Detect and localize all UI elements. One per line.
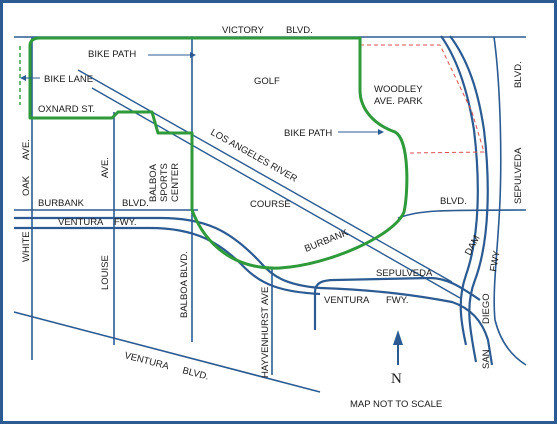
bike-lane-arrowhead	[20, 75, 26, 81]
ventura-blvd-2-label: BLVD.	[181, 365, 210, 382]
blvd-right-label: BLVD.	[513, 61, 524, 88]
ventura-fwy-left	[14, 216, 321, 290]
ventura-blvd-label: VENTURA	[123, 350, 170, 372]
bike-path-mid-label: BIKE PATH	[284, 128, 332, 139]
fwy-right-label: FWY	[488, 249, 503, 272]
mid-ave-label: AVE.	[100, 157, 111, 178]
woodley-label: WOODLEY	[374, 84, 423, 95]
la-river-line-1	[77, 69, 453, 283]
bike-path-top-arrowhead	[190, 52, 196, 58]
ventura-fwy-right-2-label: FWY.	[386, 295, 409, 306]
center-label: CENTER	[170, 163, 181, 202]
san-diego-fwy-2	[440, 35, 479, 346]
san-diego-fwy-1	[449, 35, 489, 363]
hayvenhurst-label: HAYVENHURST AVE	[260, 287, 271, 378]
woodley-park-boundary	[360, 44, 485, 154]
burbank-blvd-right-label: BLVD.	[440, 196, 467, 207]
dam-label: DAM	[463, 234, 483, 258]
la-river-line-2	[91, 87, 461, 299]
sepulveda-right-street	[493, 36, 527, 366]
course-label: COURSE	[250, 199, 291, 210]
sports-label: SPORTS	[159, 163, 170, 202]
sepulveda-right-label: SEPULVEDA	[513, 147, 524, 204]
balboa-blvd-label: BALBOA BLVD.	[179, 251, 190, 318]
burbank-blvd-label: BLVD.	[122, 198, 149, 209]
victory-blvd-label: BLVD.	[286, 25, 313, 36]
ventura-fwy-left-2-label: FWY.	[114, 217, 137, 228]
north-label: N	[391, 371, 402, 387]
burbank-blvd-right-street	[397, 209, 527, 219]
diego-label: DIEGO	[481, 293, 492, 324]
louise-label: LOUISE	[100, 255, 111, 290]
ventura-blvd-street	[13, 311, 321, 393]
ave-park-label: AVE. PARK	[374, 96, 423, 107]
san-label: SAN	[481, 349, 492, 369]
scale-note-label: MAP NOT TO SCALE	[350, 399, 442, 410]
bike-path-route	[28, 36, 409, 270]
ventura-fwy-right-label: VENTURA	[324, 295, 370, 306]
ventura-fwy-left-label: VENTURA	[58, 217, 104, 228]
oxnard-label: OXNARD ST.	[38, 104, 95, 115]
white-label: WHITE	[21, 231, 32, 262]
ventura-fwy-right	[319, 286, 494, 366]
ventura-fwy-left-2	[14, 226, 321, 296]
sepulveda-low-label: SEPULVEDA	[376, 268, 433, 279]
balboa-label: BALBOA	[148, 163, 159, 202]
bike-path-mid-arrowhead	[378, 129, 384, 135]
burbank-curve-label: BURBANK	[303, 227, 350, 255]
oak-label: OAK	[21, 175, 32, 196]
golf-label: GOLF	[254, 76, 280, 87]
burbank-label: BURBANK	[38, 198, 85, 209]
victory-label: VICTORY	[222, 25, 265, 36]
oak-ave-label: AVE.	[21, 139, 32, 160]
north-arrow-head	[393, 330, 403, 345]
bike-lane-label: BIKE LANE	[44, 74, 93, 85]
bike-path-top-label: BIKE PATH	[88, 49, 136, 60]
